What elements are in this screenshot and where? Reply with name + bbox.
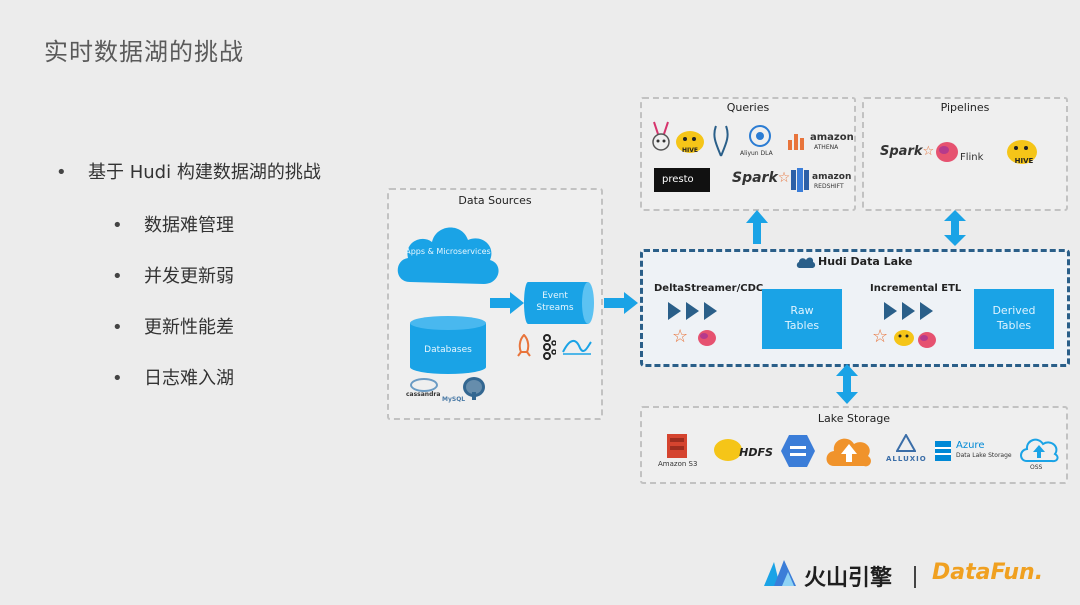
- kafka-icon: [543, 334, 556, 360]
- bullet-main: 基于 Hudi 构建数据湖的挑战: [52, 158, 321, 188]
- azure-storage-icon: [935, 441, 951, 461]
- spark-logo-pipelines: Spark☆: [880, 144, 934, 159]
- hudi-cloud-icon: [796, 257, 816, 268]
- bullet-list: 基于 Hudi 构建数据湖的挑战 数据难管理 并发更新弱 更新性能差 日志难入湖: [52, 158, 321, 404]
- bullet-sub-2: 并发更新弱: [52, 251, 321, 302]
- hive-icon-lake: [894, 330, 914, 346]
- footer-brand-volcano: 火山引擎: [804, 566, 893, 591]
- lake-storage-label: Lake Storage: [817, 412, 891, 425]
- presto-logo: presto: [654, 168, 710, 192]
- footer-brand-datafun: DataFun.: [932, 560, 1044, 585]
- bullet-sub-3: 更新性能差: [52, 302, 321, 353]
- upload-cloud-orange-icon: [826, 438, 871, 467]
- aliyun-dla-label: Aliyun DLA: [740, 150, 773, 157]
- flink-icon-lake-2: [918, 332, 936, 348]
- impala-icon: [713, 125, 729, 157]
- hive-icon: HIVE: [676, 131, 704, 154]
- play-arrow-icon-2: [686, 302, 699, 320]
- aliyun-dla-icon: [749, 125, 771, 147]
- spark-star-icon-3: ☆: [672, 326, 689, 347]
- flink-squirrel-icon: [936, 142, 958, 162]
- flink-label: Flink: [960, 152, 984, 163]
- arrow-to-streams-icon: [490, 292, 524, 314]
- amazon-athena-icon: [788, 134, 804, 150]
- amazon-s3-icon: [667, 434, 687, 458]
- oss-cloud-icon: [1020, 438, 1059, 463]
- amazon-label-1: amazon: [810, 132, 854, 143]
- alluxio-label: ALLUXIO: [886, 455, 927, 463]
- spark-logo-queries: Spark☆: [732, 170, 790, 186]
- arrow-storage-both-icon: [836, 364, 858, 404]
- derived-tables-box: Derived Tables: [974, 289, 1054, 349]
- play-arrow-icon-1: [668, 302, 681, 320]
- play-arrow-icon-3: [704, 302, 717, 320]
- hdfs-elephant-icon: HDFS: [714, 439, 773, 461]
- athena-label: ATHENA: [814, 144, 839, 151]
- footer-divider: [914, 566, 916, 588]
- svg-text:HIVE: HIVE: [682, 147, 698, 154]
- presto-label: presto: [662, 174, 694, 185]
- raw-tables-box: Raw Tables: [762, 289, 842, 349]
- amazon-redshift-icon: [791, 168, 809, 192]
- alluxio-icon: [896, 434, 916, 452]
- derived-tables-label: Derived Tables: [992, 304, 1036, 332]
- spark-star-icon-4: ☆: [872, 326, 889, 347]
- bullet-sub-1: 数据难管理: [52, 200, 321, 251]
- incremental-etl-label: Incremental ETL: [870, 283, 962, 294]
- spark-star-icon-2: ☆: [922, 144, 935, 159]
- mysql-label: MySQL: [442, 396, 466, 403]
- azure-label: Azure: [956, 440, 985, 451]
- database-cylinder-icon: [410, 316, 486, 374]
- apps-label: Apps & Microservices: [405, 247, 491, 256]
- raw-tables-label: Raw Tables: [784, 304, 820, 332]
- spark-label-pipelines: Spark: [880, 144, 923, 159]
- cassandra-label: cassandra: [406, 391, 441, 398]
- spark-star-icon: ☆: [777, 170, 791, 186]
- postgres-elephant-icon: [463, 377, 485, 400]
- amazon-s3-label: Amazon S3: [658, 460, 698, 468]
- spark-label-queries: Spark: [732, 170, 778, 186]
- event-streams-tube-icon: [524, 282, 594, 324]
- rocket-icon: [517, 334, 531, 357]
- arrow-queries-up-icon: [746, 210, 768, 244]
- hive-label: HIVE: [1015, 157, 1034, 165]
- arrow-pipelines-both-icon: [944, 210, 966, 246]
- flink-icon-lake-1: [698, 330, 716, 346]
- play-arrow-icon-4: [884, 302, 897, 320]
- databases-label: Databases: [424, 345, 472, 355]
- data-lake-storage-label: Data Lake Storage: [956, 452, 1012, 459]
- hive-icon-pipelines: HIVE: [1007, 140, 1037, 165]
- play-arrow-icon-6: [920, 302, 933, 320]
- hudi-data-lake-label: Hudi Data Lake: [818, 255, 913, 268]
- oss-label: OSS: [1030, 464, 1043, 471]
- play-arrow-icon-5: [902, 302, 915, 320]
- slide-title: 实时数据湖的挑战: [44, 38, 244, 66]
- data-sources-label: Data Sources: [458, 194, 532, 207]
- amazon-label-2: amazon: [812, 172, 852, 182]
- druid-icon: [652, 121, 670, 151]
- queries-box: Queries: [640, 97, 856, 211]
- redshift-label: REDSHIFT: [814, 183, 844, 190]
- hdfs-label: HDFS: [739, 446, 773, 459]
- event-streams-label: Event Streams: [536, 291, 574, 313]
- google-storage-icon: [781, 435, 815, 467]
- bullet-sub-4: 日志难入湖: [52, 353, 321, 404]
- pipelines-label: Pipelines: [940, 101, 990, 114]
- arrow-to-lake-icon: [604, 292, 638, 314]
- volcano-engine-logo-icon: [764, 560, 796, 586]
- cassandra-logo-icon: [410, 378, 438, 392]
- kinesis-wave-icon: [562, 340, 592, 355]
- deltastreamer-label: DeltaStreamer/CDC: [654, 283, 764, 294]
- queries-label: Queries: [726, 101, 770, 114]
- apps-cloud-icon: [397, 227, 499, 284]
